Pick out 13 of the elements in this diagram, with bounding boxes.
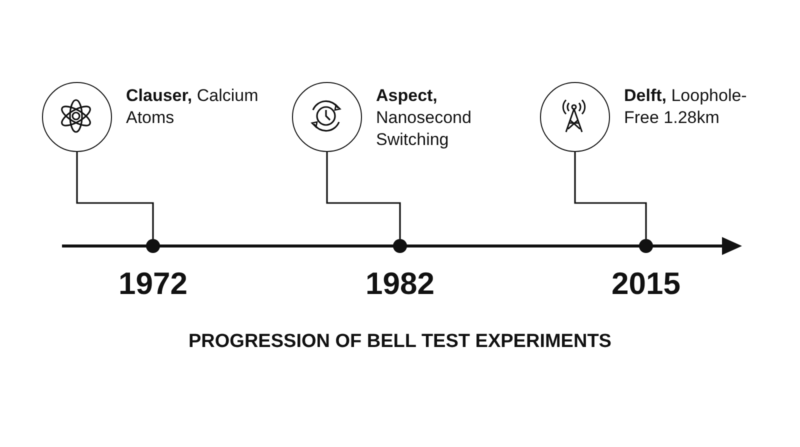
year-label: 1972 (118, 266, 188, 302)
connector-line (326, 152, 401, 239)
experiment-label: Clauser, Calcium Atoms (126, 85, 260, 129)
year-label: 1982 (364, 266, 436, 302)
timeline-dot (393, 239, 407, 253)
experiment-label: Aspect, Nanosecond Switching (376, 85, 472, 151)
caption: PROGRESSION OF BELL TEST EXPERIMENTS (188, 331, 612, 353)
year-label: 2015 (610, 266, 682, 302)
timeline-dot (146, 239, 160, 253)
connector-line (574, 152, 647, 239)
timeline-dot (639, 239, 653, 253)
experiment-label: Delft, Loophole-Free 1.28km (624, 85, 748, 129)
connector-line (76, 152, 154, 239)
